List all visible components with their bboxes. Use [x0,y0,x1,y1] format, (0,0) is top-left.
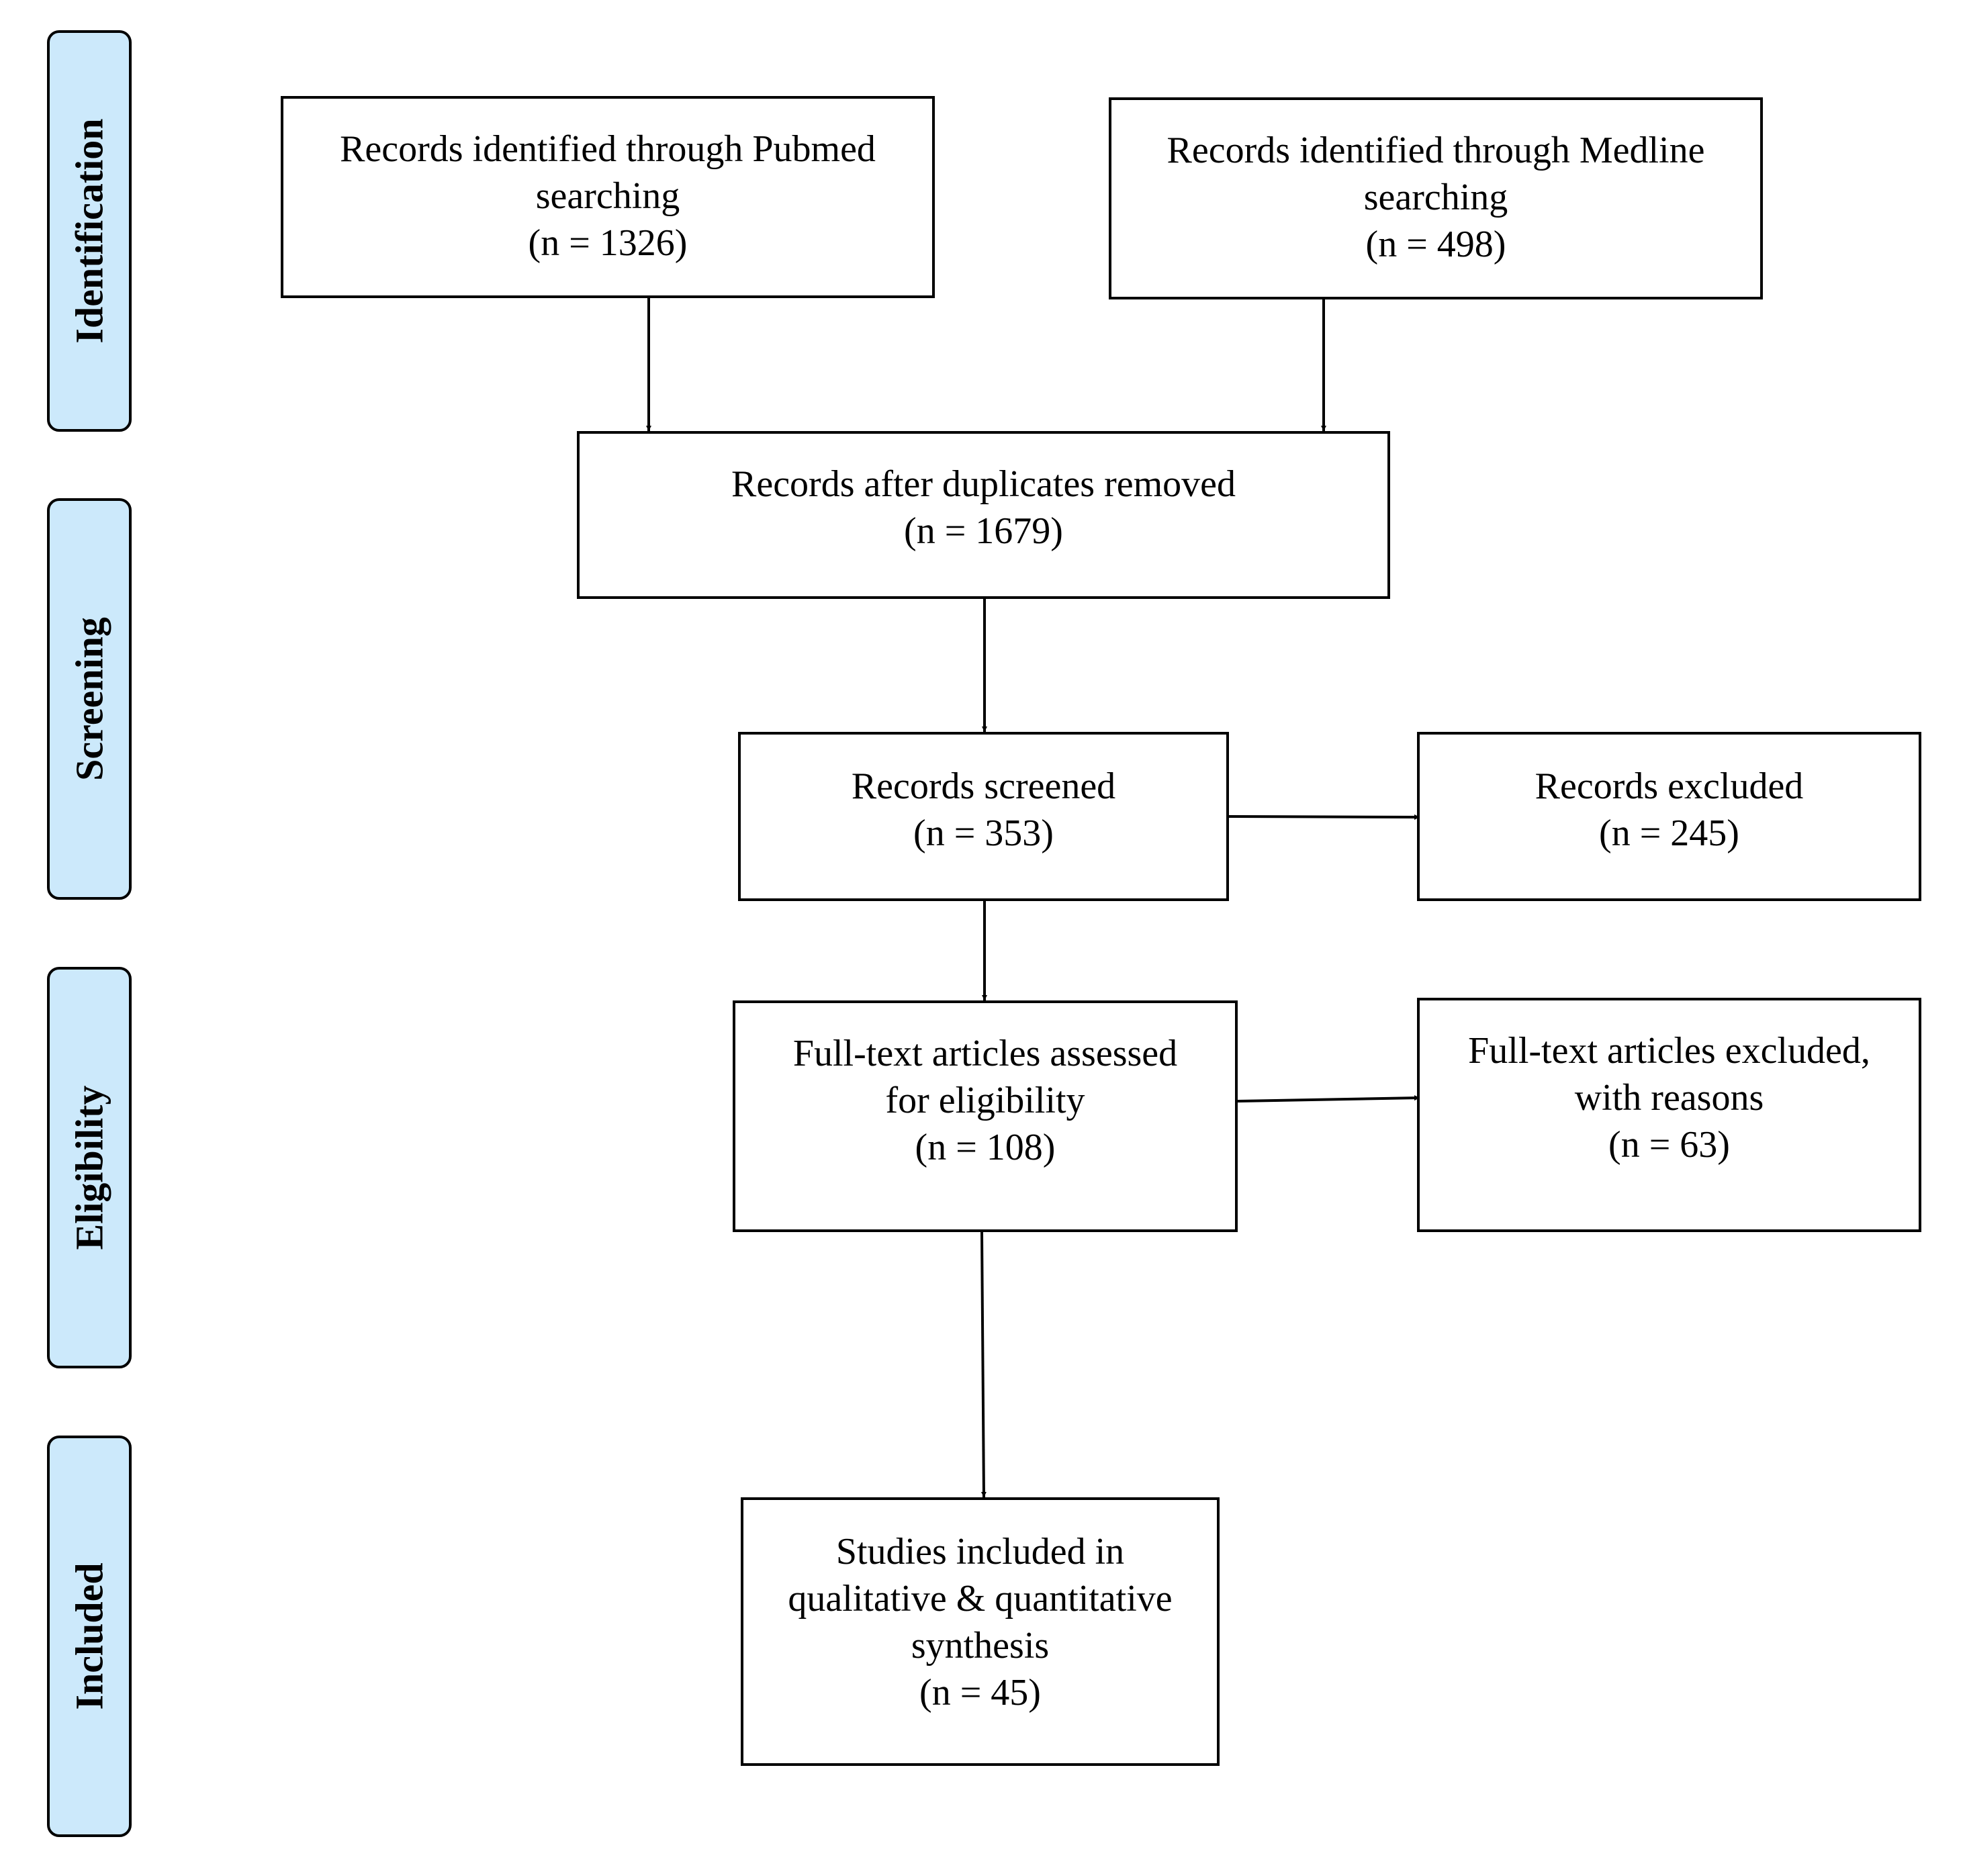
box-screened-count: (n = 353) [913,812,1054,854]
stage-identification-label: Identification [67,118,111,344]
stage-included-label: Included [67,1562,111,1710]
box-medline-line2: searching [1363,177,1508,218]
box-fulltext-excluded-line2: with reasons [1574,1077,1764,1119]
box-fulltext-excluded-line1: Full-text articles excluded, [1468,1030,1870,1072]
box-pubmed-line2: searching [535,175,680,217]
arrow-fulltext-to-included [980,1231,987,1498]
box-fulltext-excluded-count: (n = 63) [1608,1124,1730,1166]
stage-screening: Screening [47,498,132,900]
stage-screening-label: Screening [67,617,111,781]
box-fulltext-excluded: Full-text articles excluded, with reason… [1417,998,1921,1232]
box-pubmed-line1: Records identified through Pubmed [340,128,876,170]
box-pubmed-records: Records identified through Pubmed search… [281,96,935,298]
box-duplicates-removed: Records after duplicates removed (n = 16… [577,431,1390,599]
box-screened-line1: Records screened [851,765,1116,807]
stage-eligibility: Eligibility [47,967,132,1368]
box-records-screened: Records screened (n = 353) [738,732,1229,901]
box-medline-line1: Records identified through Medline [1167,130,1705,171]
box-excluded-line1: Records excluded [1535,765,1804,807]
box-included-line1: Studies included in [835,1531,1125,1573]
box-duplicates-line1: Records after duplicates removed [731,463,1236,505]
box-fulltext-assessed: Full-text articles assessed for eligibil… [733,1000,1238,1232]
box-included-count: (n = 45) [919,1672,1041,1714]
box-medline-records: Records identified through Medline searc… [1109,97,1763,299]
box-fulltext-assessed-line2: for eligibility [885,1080,1085,1121]
box-pubmed-count: (n = 1326) [528,222,688,264]
box-fulltext-assessed-count: (n = 108) [915,1127,1056,1168]
box-studies-included: Studies included in qualitative & quanti… [741,1497,1220,1766]
box-medline-count: (n = 498) [1365,224,1506,265]
box-duplicates-count: (n = 1679) [904,510,1063,552]
box-included-line2: qualitative & quantitative [788,1578,1173,1620]
box-included-line3: synthesis [911,1625,1050,1667]
stage-eligibility-label: Eligibility [67,1085,111,1250]
stage-included: Included [47,1436,132,1837]
arrow-fulltext-to-excluded [1237,1095,1420,1103]
arrow-screened-to-excluded [1228,814,1420,820]
stage-identification: Identification [47,30,132,432]
box-records-excluded: Records excluded (n = 245) [1417,732,1921,901]
box-fulltext-assessed-line1: Full-text articles assessed [792,1033,1178,1074]
box-excluded-count: (n = 245) [1599,812,1739,854]
